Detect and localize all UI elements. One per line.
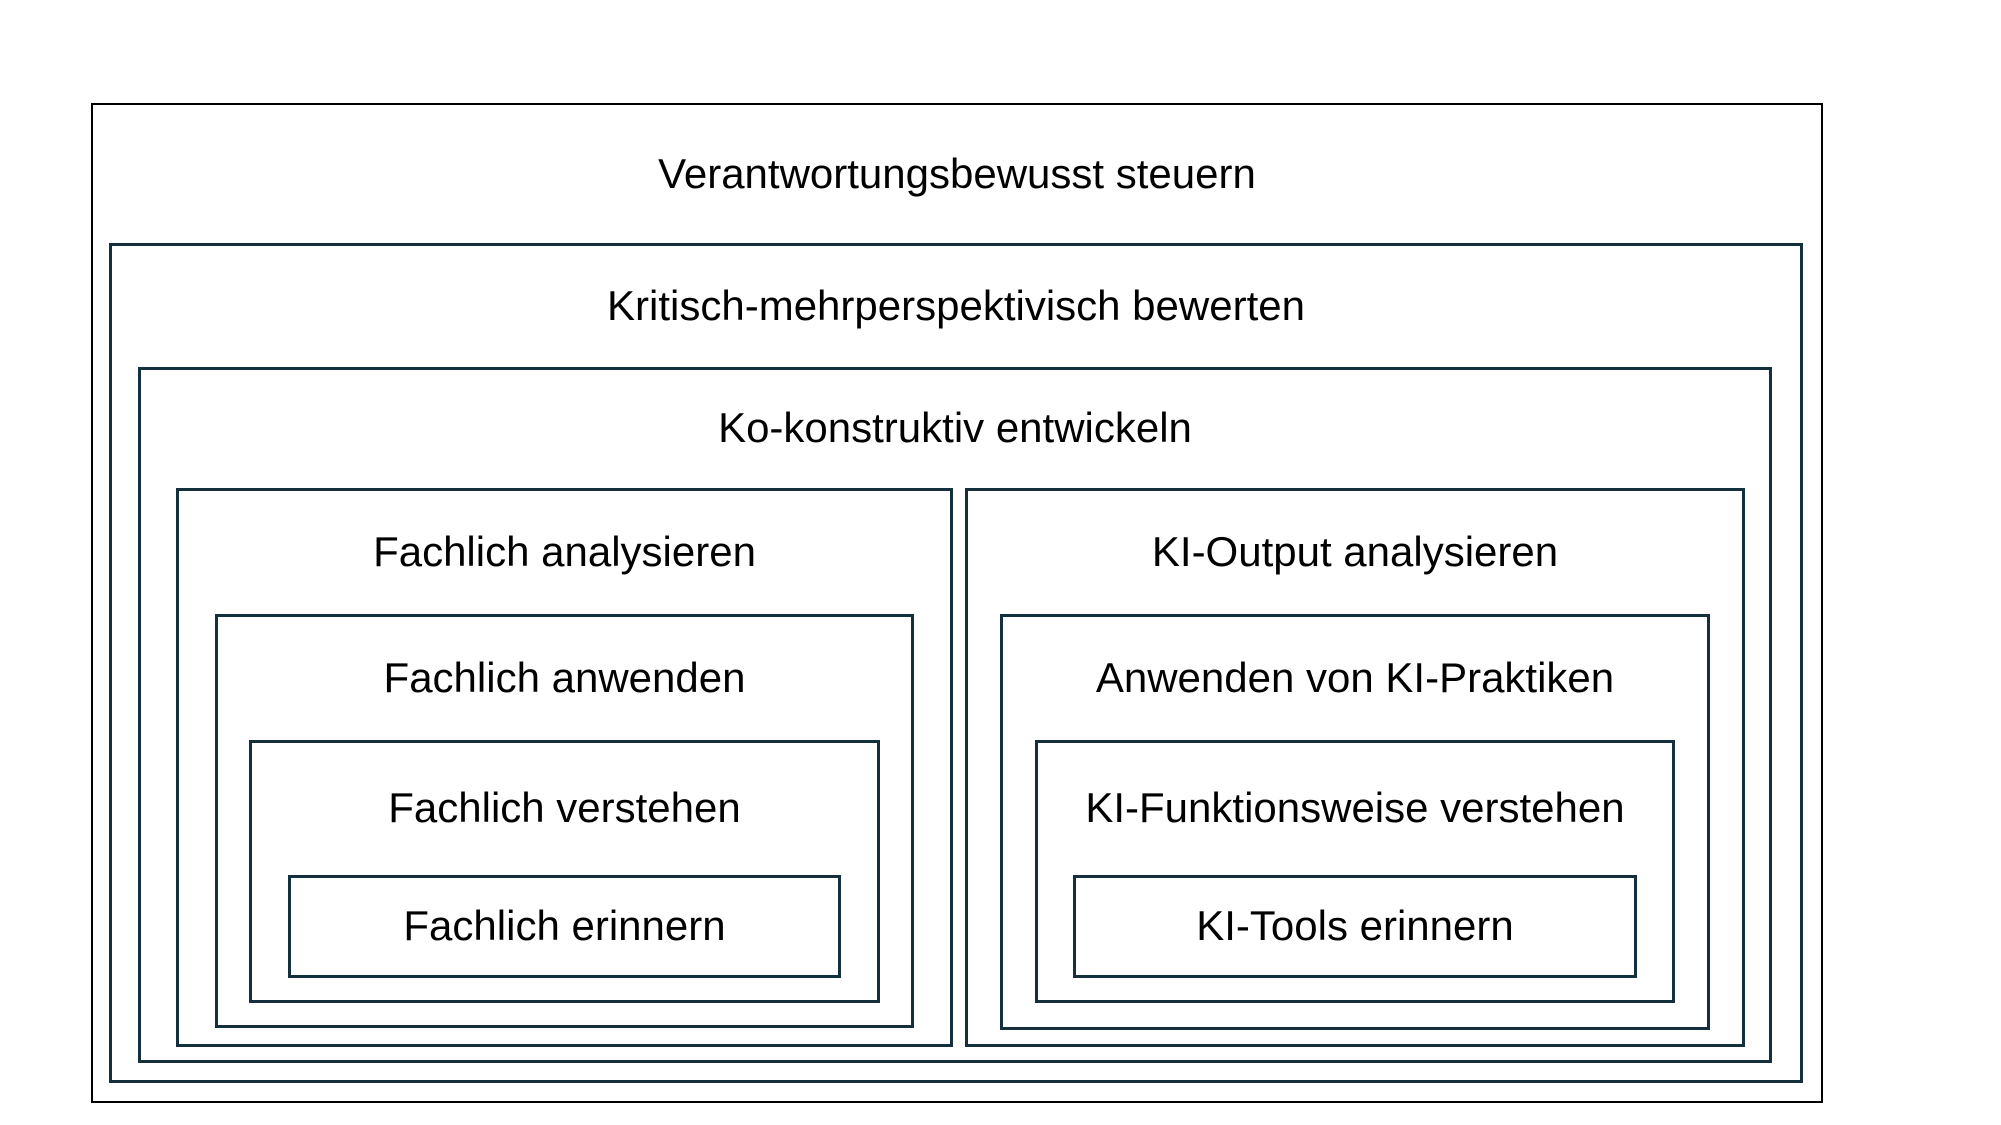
label-ko-konstruktiv-entwickeln: Ko-konstruktiv entwickeln [718, 403, 1192, 451]
box-ki-funktionsweise-verstehen: KI-Funktionsweise verstehen [1035, 740, 1675, 1003]
label-fachlich-anwenden: Fachlich anwenden [383, 653, 746, 701]
label-fachlich-erinnern: Fachlich erinnern [403, 902, 726, 950]
box-ki-output-analysieren: KI-Output analysieren [965, 488, 1745, 1047]
box-anwenden-von-ki-praktiken: Anwenden von KI-Praktiken [1000, 614, 1710, 1030]
box-kritisch-mehrperspektivisch-bewerten: Kritisch-mehrperspektivisch bewerten [109, 243, 1803, 1083]
label-fachlich-analysieren: Fachlich analysieren [373, 527, 756, 575]
label-kritisch-mehrperspektivisch-bewerten: Kritisch-mehrperspektivisch bewerten [607, 281, 1305, 329]
box-fachlich-anwenden: Fachlich anwenden [215, 614, 914, 1028]
box-ko-konstruktiv-entwickeln: Ko-konstruktiv entwickeln [138, 367, 1772, 1063]
label-ki-funktionsweise-verstehen: KI-Funktionsweise verstehen [1085, 783, 1625, 831]
box-ki-tools-erinnern: KI-Tools erinnern [1073, 875, 1637, 978]
box-fachlich-verstehen: Fachlich verstehen [249, 740, 880, 1003]
label-ki-output-analysieren: KI-Output analysieren [1151, 527, 1559, 575]
box-verantwortungsbewusst-steuern: Verantwortungsbewusst steuern [91, 103, 1823, 1103]
label-ki-tools-erinnern: KI-Tools erinnern [1196, 902, 1514, 950]
box-fachlich-analysieren: Fachlich analysieren [176, 488, 953, 1047]
label-fachlich-verstehen: Fachlich verstehen [388, 783, 741, 831]
label-verantwortungsbewusst-steuern: Verantwortungsbewusst steuern [658, 149, 1256, 197]
label-anwenden-von-ki-praktiken: Anwenden von KI-Praktiken [1095, 653, 1615, 701]
box-fachlich-erinnern: Fachlich erinnern [288, 875, 841, 978]
